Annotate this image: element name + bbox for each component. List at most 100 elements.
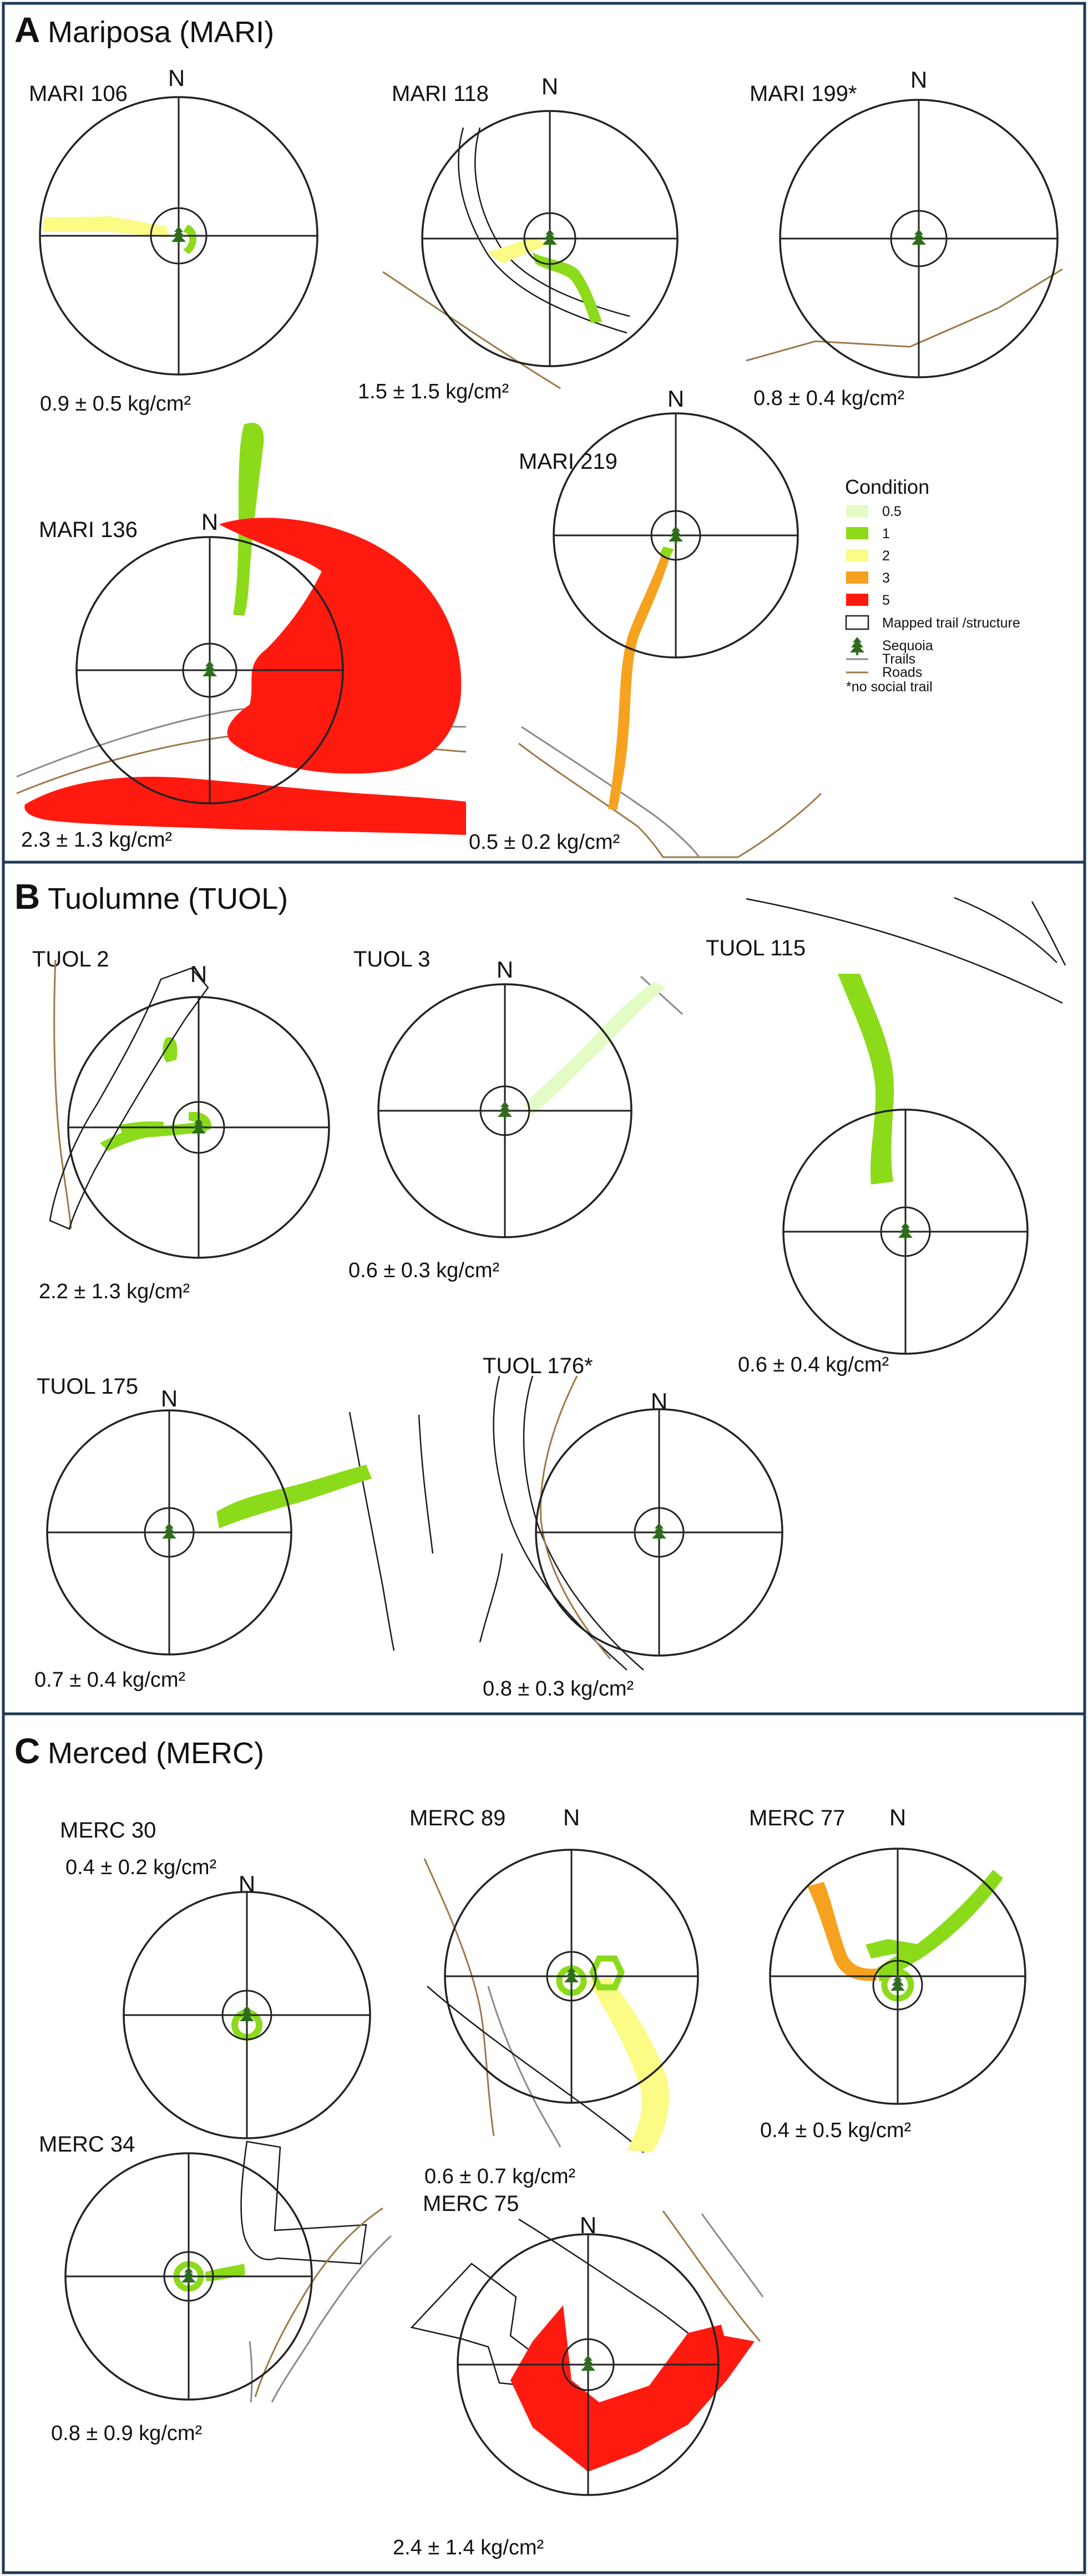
site-label: MERC 77 — [749, 1806, 845, 1830]
inner-circle — [182, 642, 237, 698]
legend-label-sequoia: Sequoia — [882, 638, 933, 654]
site-label: MARI 219 — [519, 449, 618, 474]
mapped-trail — [523, 1375, 644, 1671]
site-label: TUOL 3 — [353, 947, 431, 971]
panel-c-frame — [2, 1712, 1086, 2574]
site-merc75: MERC 75 N 2.4 ± 1.4 kg/cm² — [393, 2192, 764, 2559]
north-label: N — [497, 956, 513, 983]
site-merc30: MERC 30 0.4 ± 0.2 kg/cm² N — [60, 1818, 371, 2139]
social-trail-condition-2 — [43, 216, 169, 237]
legend-label-5: 5 — [882, 593, 890, 608]
social-trail-condition-1 — [866, 1939, 925, 1958]
site-label: MARI 106 — [29, 82, 128, 106]
panel-a-letter: A — [14, 10, 40, 50]
road — [539, 1375, 611, 1659]
trail-line — [487, 1986, 561, 2148]
mapped-trail — [746, 898, 1063, 1004]
compaction-stat: 0.9 ± 0.5 kg/cm² — [40, 392, 191, 416]
inner-circle — [890, 210, 948, 267]
mapped-trail — [348, 1411, 395, 1651]
inner-circle — [650, 510, 701, 561]
trail-line — [640, 975, 684, 1015]
social-trail-condition-1 — [589, 1955, 625, 1991]
north-label: N — [889, 1804, 906, 1830]
inner-circle — [221, 1990, 272, 2041]
inner-circle — [880, 1206, 931, 1257]
panel-c: C Merced (MERC) MERC 30 0.4 ± 0.2 kg/cm²… — [2, 1712, 1086, 2574]
compaction-stat: 0.6 ± 0.4 kg/cm² — [738, 1353, 889, 1376]
legend-swatch-0.5 — [846, 505, 868, 517]
panel-b: B Tuolumne (TUOL) TUOL 2 N 2.2 ± 1.3 kg/… — [2, 861, 1086, 1715]
compaction-stat: 0.5 ± 0.2 kg/cm² — [469, 831, 620, 854]
mapped-trail — [427, 1986, 644, 2153]
mapped-trail — [458, 127, 628, 334]
social-trail-condition-1 — [163, 1037, 178, 1062]
social-trail-condition-5 — [24, 776, 466, 835]
inner-circle — [634, 1507, 685, 1558]
site-tuol175: TUOL 175 N 0.7 ± 0.4 kg/cm² — [34, 1374, 434, 1692]
road — [382, 271, 561, 389]
compaction-stat: 2.2 ± 1.3 kg/cm² — [39, 1280, 190, 1303]
mapped-trail — [49, 967, 209, 1230]
compaction-stat: 0.7 ± 0.4 kg/cm² — [34, 1668, 185, 1692]
site-label: MARI 118 — [392, 82, 489, 106]
compaction-stat: 0.6 ± 0.3 kg/cm² — [348, 1259, 499, 1282]
trail-line — [701, 2213, 764, 2297]
site-tuol176: TUOL 176* N 0.8 ± 0.3 kg/cm² — [479, 1354, 783, 1701]
trail-line — [521, 726, 700, 858]
social-trail-condition-3 — [608, 552, 670, 810]
inner-circle — [150, 207, 208, 265]
social-trail-condition-3 — [807, 1882, 877, 1981]
legend-label-mapped: Mapped trail /structure — [882, 615, 1020, 631]
social-trail-condition-2 — [487, 237, 549, 264]
mapped-trail — [479, 1553, 503, 1643]
site-mari136: MARI 136 N 2.3 ± 1.3 kg/cm² — [16, 422, 467, 852]
site-label: TUOL 176* — [483, 1354, 593, 1378]
mapped-trail — [1031, 901, 1066, 966]
legend-swatch-2 — [846, 549, 868, 561]
legend-swatch-1 — [846, 527, 868, 539]
compaction-stat: 0.8 ± 0.9 kg/cm² — [51, 2422, 202, 2445]
panel-b-title: Tuolumne (TUOL) — [48, 882, 288, 915]
legend-label-roads: Roads — [882, 665, 922, 680]
road — [746, 268, 1063, 362]
site-tuol2: TUOL 2 N 2.2 ± 1.3 kg/cm² — [32, 947, 330, 1303]
social-trail-condition-1 — [838, 974, 894, 1185]
inner-circle — [523, 212, 576, 265]
trail-line — [271, 2235, 392, 2403]
inner-circle — [546, 1951, 597, 2002]
road — [662, 2210, 761, 2342]
legend-swatch-mapped — [845, 615, 869, 630]
compaction-stat: 0.8 ± 0.3 kg/cm² — [483, 1677, 634, 1701]
mapped-trail — [418, 1414, 434, 1554]
compaction-stat: 0.8 ± 0.4 kg/cm² — [753, 387, 904, 410]
north-label: N — [161, 1385, 178, 1411]
social-trail-condition-1 — [183, 225, 197, 254]
social-trail-condition-2 — [588, 1978, 669, 2153]
legend-sequoia-icon — [850, 637, 864, 655]
site-mari106: MARI 106 N 0.9 ± 0.5 kg/cm² — [29, 65, 318, 416]
site-label: MERC 89 — [409, 1806, 505, 1830]
site-tuol115: TUOL 115 0.6 ± 0.4 kg/cm² — [706, 897, 1066, 1376]
road — [518, 742, 822, 858]
social-trail-condition-0.5 — [524, 982, 666, 1115]
mapped-trail — [474, 127, 630, 317]
inner-circle — [163, 2251, 214, 2302]
social-trail-condition-1 — [877, 1870, 1003, 1982]
site-merc89: MERC 89 N 0.6 ± 0.7 kg/cm² — [409, 1804, 699, 2188]
social-trail-condition-1 — [216, 1465, 372, 1529]
compaction-stat: 0.4 ± 0.2 kg/cm² — [65, 1856, 216, 1879]
site-label: TUOL 2 — [32, 947, 109, 971]
compaction-stat: 0.4 ± 0.5 kg/cm² — [760, 2119, 911, 2142]
inner-circle — [144, 1507, 195, 1558]
mapped-trail — [954, 897, 1057, 963]
north-label: N — [168, 65, 185, 91]
compaction-stat: 2.4 ± 1.4 kg/cm² — [393, 2536, 544, 2559]
compaction-stat: 1.5 ± 1.5 kg/cm² — [358, 380, 509, 403]
inner-circle — [479, 1085, 530, 1136]
legend-label-3: 3 — [882, 570, 890, 586]
panel-c-title: Merced (MERC) — [48, 1737, 264, 1770]
sequoia-icon — [890, 1975, 905, 1993]
legend-note: *no social trail — [846, 679, 933, 695]
legend-swatch-5 — [846, 594, 868, 606]
